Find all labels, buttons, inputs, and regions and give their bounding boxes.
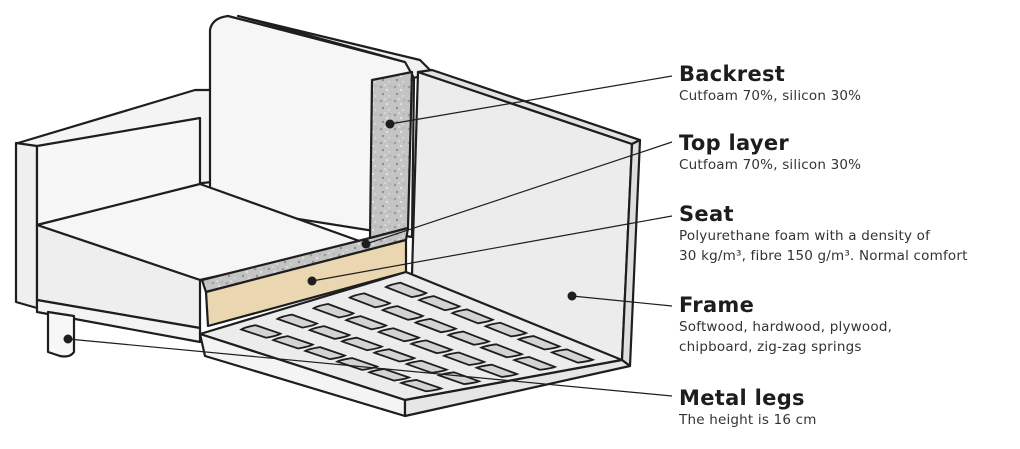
spring-coil: [383, 281, 429, 299]
label-title: Frame: [679, 293, 755, 317]
spring-coil: [339, 336, 385, 352]
label-title: Seat: [679, 202, 734, 226]
zigzag-springs: [239, 281, 596, 393]
label-description: 30 kg/m³, fibre 150 g/m³. Normal comfort: [679, 248, 968, 264]
spring-coil: [275, 313, 320, 329]
spring-coil: [479, 343, 525, 359]
spring-coil: [311, 303, 356, 319]
spring-coil: [409, 339, 454, 355]
spring-coil: [516, 335, 562, 351]
label-backrest: Backrest Cutfoam 70%, silicon 30%: [679, 62, 861, 106]
spring-coil: [474, 363, 520, 378]
spring-coil: [303, 346, 348, 361]
spring-coil: [441, 351, 487, 366]
base-plate-right: [403, 358, 632, 418]
label-description: chipboard, zig-zag springs: [679, 339, 862, 355]
label-title: Backrest: [679, 62, 786, 86]
marker-dot-top-layer: [361, 239, 371, 249]
spring-coil: [239, 324, 283, 339]
spring-coil: [366, 368, 412, 382]
label-description: Cutfoam 70%, silicon 30%: [679, 88, 862, 104]
top-layer-foam: [200, 226, 410, 294]
spring-coil: [404, 359, 450, 374]
label-frame: Frame Softwood, hardwood, plywood, chipb…: [679, 293, 892, 357]
label-seat: Seat Polyurethane foam with a density of…: [679, 202, 968, 266]
label-metal-legs: Metal legs The height is 16 cm: [679, 386, 817, 430]
spring-coil: [413, 317, 458, 334]
spring-coil: [450, 308, 495, 325]
marker-dot-seat: [307, 276, 317, 286]
spring-coil: [380, 305, 425, 321]
armrest-front: [14, 141, 39, 310]
marker-dot-metal-legs: [63, 334, 73, 344]
spring-coil: [417, 295, 462, 312]
spring-coil: [344, 315, 389, 331]
spring-coil: [483, 321, 529, 338]
spring-coil: [446, 330, 492, 346]
leader-line-top-layer: [365, 141, 673, 245]
spring-coil: [549, 348, 596, 364]
spring-coil: [376, 327, 422, 343]
label-top-layer: Top layer Cutfoam 70%, silicon 30%: [679, 131, 861, 175]
backrest-foam: [368, 70, 414, 240]
leader-line-frame: [571, 295, 673, 307]
leader-line-metal-legs: [67, 338, 673, 397]
label-title: Top layer: [679, 131, 790, 155]
spring-coil: [307, 325, 352, 340]
metal-leg: [46, 310, 76, 358]
label-description: Polyurethane foam with a density of: [679, 228, 931, 244]
label-description: The height is 16 cm: [679, 412, 817, 428]
label-description: Cutfoam 70%, silicon 30%: [679, 157, 862, 173]
marker-dot-frame: [567, 291, 577, 301]
marker-dot-backrest: [385, 119, 395, 129]
spring-coil: [271, 335, 315, 350]
label-title: Metal legs: [679, 386, 805, 410]
label-description: Softwood, hardwood, plywood,: [679, 319, 893, 335]
spring-coil: [398, 379, 444, 393]
spring-coil: [347, 292, 392, 309]
leader-line-seat: [311, 215, 673, 282]
spring-coil: [511, 356, 558, 371]
base-rail: [35, 298, 202, 344]
leader-line-backrest: [389, 75, 673, 125]
spring-coil: [372, 348, 417, 363]
